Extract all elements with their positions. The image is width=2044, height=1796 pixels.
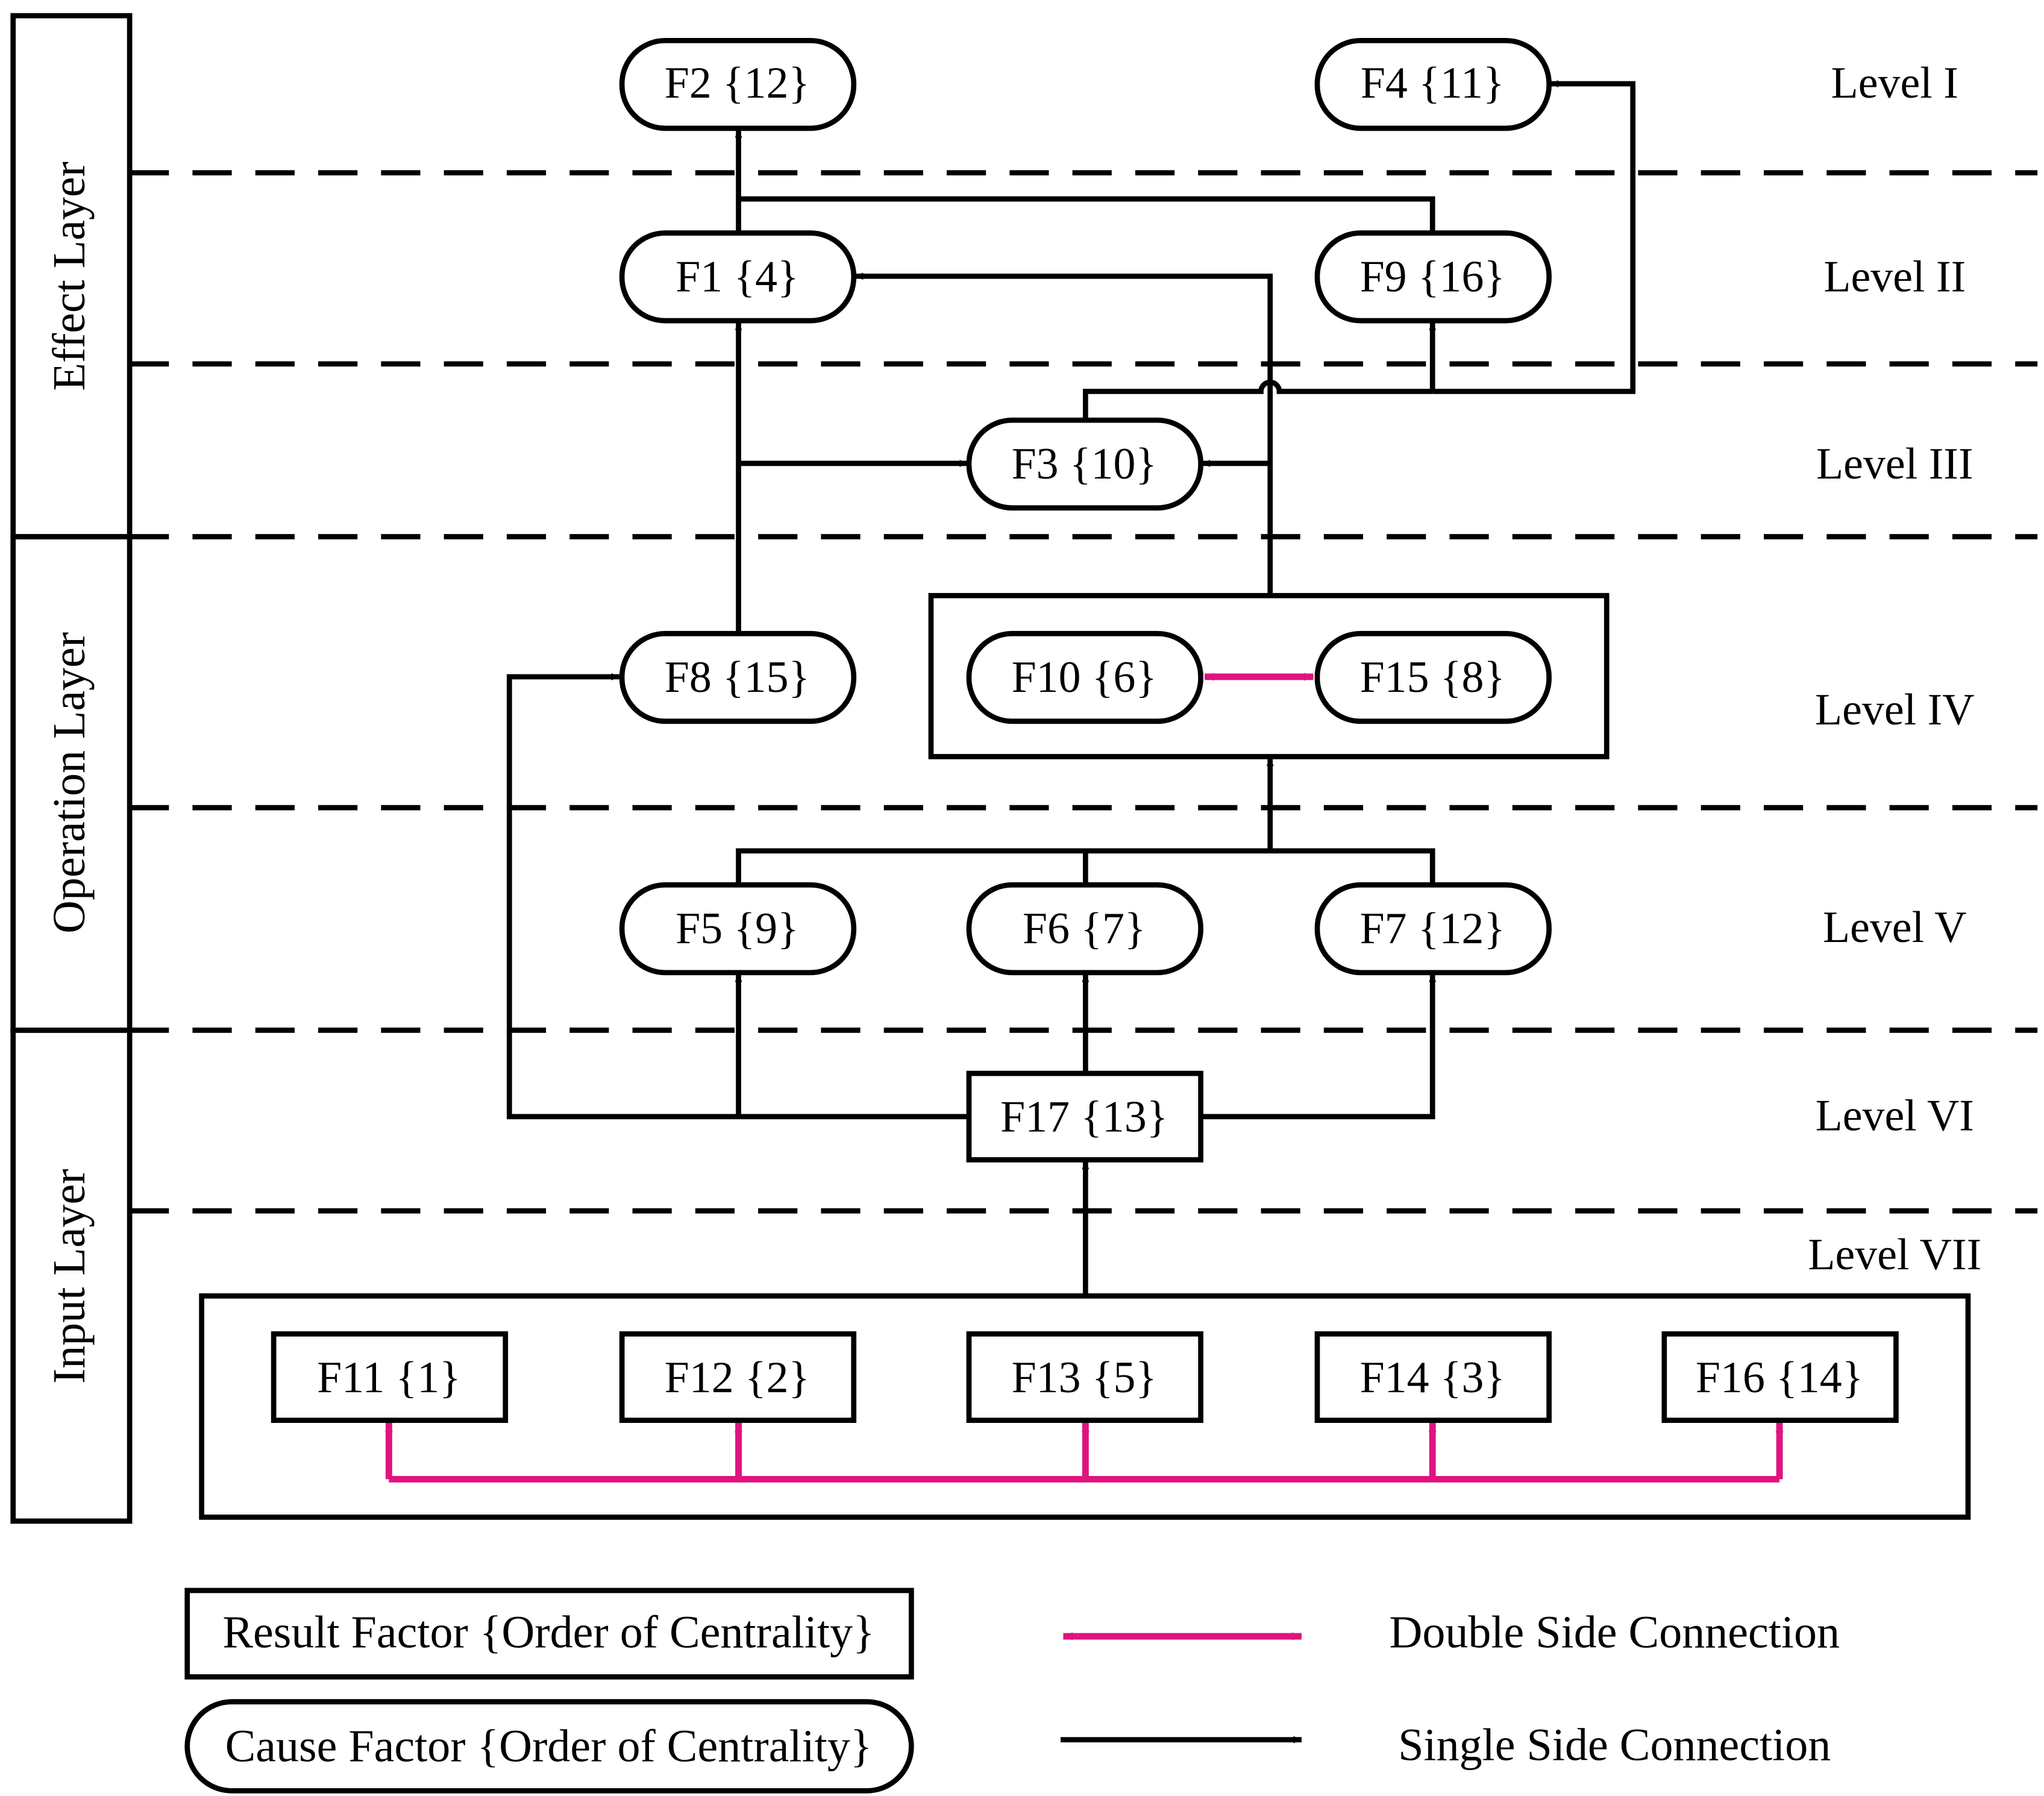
legend-cause-factor: Cause Factor {Order of Centrality}	[184, 1699, 914, 1794]
legend-single-connection: Single Side Connection	[1061, 1719, 1831, 1770]
node-f11: F11 {1}	[271, 1331, 509, 1423]
connector-group-f1	[854, 272, 1273, 596]
node-f16: F16 {14}	[1661, 1331, 1899, 1423]
connector-f17-f7	[1202, 973, 1437, 1120]
node-label: F14 {3}	[1360, 1352, 1505, 1402]
cause-nodes: F2 {12} F4 {11} F1 {4} F9 {16} F3 {10} F…	[619, 37, 1552, 976]
node-label: F1 {4}	[676, 251, 798, 301]
legend-double-connection: Double Side Connection	[1062, 1607, 1840, 1658]
legend-result-box	[184, 1587, 914, 1680]
node-label: F5 {9}	[676, 903, 798, 953]
node-label: F15 {8}	[1360, 652, 1505, 702]
node-label: F7 {12}	[1360, 903, 1505, 953]
legend-cause-label: Cause Factor {Order of Centrality}	[225, 1721, 873, 1771]
level-label-5: Level V	[1823, 902, 1967, 952]
node-label: F9 {16}	[1360, 251, 1505, 301]
node-f2: F2 {12}	[619, 37, 857, 131]
legend-result-factor: Result Factor {Order of Centrality}	[184, 1587, 914, 1680]
node-f13: F13 {5}	[966, 1331, 1203, 1423]
node-label: F16 {14}	[1696, 1352, 1863, 1402]
input-layer-label: Input Layer	[44, 1169, 95, 1384]
double-connections	[384, 673, 1784, 1483]
node-f3: F3 {10}	[966, 417, 1203, 511]
result-nodes: F17 {13} F11 {1} F12 {2} F13 {5} F14 {3}…	[271, 1070, 1899, 1423]
node-label: F13 {5}	[1012, 1352, 1157, 1402]
connector-f3-branch	[1083, 379, 1433, 422]
node-label: F11 {1}	[317, 1352, 461, 1402]
node-f6: F6 {7}	[966, 882, 1203, 976]
node-label: F8 {15}	[665, 652, 810, 702]
node-f8: F8 {15}	[619, 630, 857, 724]
input-layer-box	[10, 1028, 133, 1524]
node-f4: F4 {11}	[1314, 37, 1552, 131]
node-f12: F12 {2}	[619, 1331, 857, 1423]
connector-f9-f2	[738, 196, 1435, 234]
legend: Result Factor {Order of Centrality} Caus…	[184, 1587, 1840, 1794]
level-label-7: Level VII	[1808, 1229, 1981, 1279]
effect-layer-label: Effect Layer	[44, 162, 95, 391]
level-label-2: Level II	[1823, 251, 1966, 301]
legend-cause-box	[184, 1699, 914, 1794]
connector-f3-f4	[1432, 80, 1636, 394]
node-label: F17 {13}	[1000, 1092, 1168, 1141]
node-label: F4 {11}	[1361, 58, 1505, 107]
level-label-4: Level IV	[1815, 685, 1975, 734]
level-label-6: Level VI	[1816, 1091, 1974, 1140]
legend-single-label: Single Side Connection	[1398, 1719, 1831, 1770]
node-f7: F7 {12}	[1314, 882, 1552, 976]
node-f1: F1 {4}	[619, 230, 857, 324]
legend-result-label: Result Factor {Order of Centrality}	[222, 1607, 874, 1658]
node-label: F12 {2}	[665, 1352, 810, 1402]
level-label-3: Level III	[1816, 439, 1973, 488]
operation-layer-label: Operation Layer	[44, 632, 95, 934]
node-f5: F5 {9}	[619, 882, 857, 976]
node-f15: F15 {8}	[1314, 630, 1552, 724]
node-f17: F17 {13}	[966, 1070, 1203, 1163]
node-label: F10 {6}	[1012, 652, 1157, 702]
node-label: F6 {7}	[1023, 903, 1146, 953]
legend-double-label: Double Side Connection	[1389, 1607, 1840, 1658]
level-labels: Level I Level II Level III Level IV Leve…	[1808, 58, 1981, 1279]
node-f9: F9 {16}	[1314, 230, 1552, 324]
level-label-1: Level I	[1831, 58, 1958, 107]
single-connections	[506, 80, 1636, 1296]
node-label: F2 {12}	[665, 58, 810, 107]
node-f14: F14 {3}	[1314, 1331, 1552, 1423]
layer-panel: Effect Layer Operation Layer Input Layer	[10, 13, 133, 1524]
node-label: F3 {10}	[1012, 439, 1157, 488]
node-f10: F10 {6}	[966, 630, 1203, 724]
